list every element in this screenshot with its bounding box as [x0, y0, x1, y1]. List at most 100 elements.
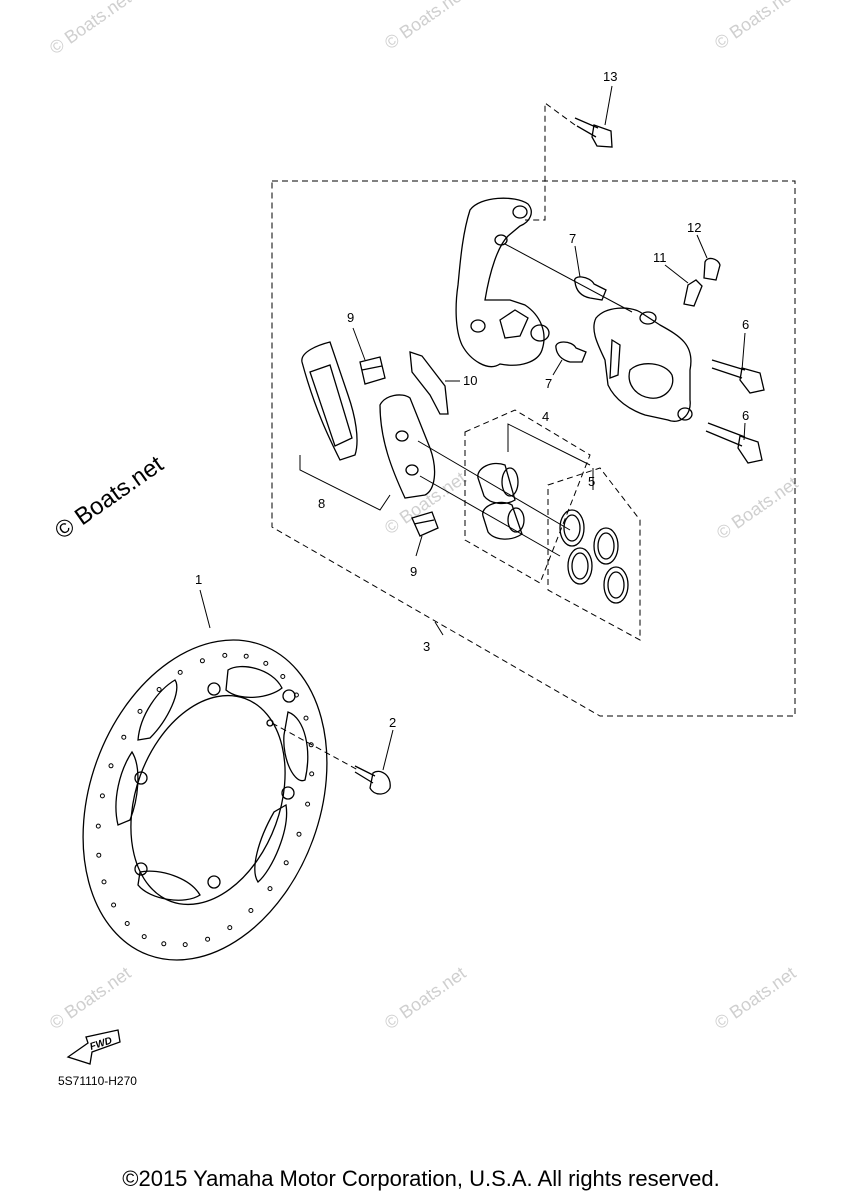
callout-8: 8: [318, 496, 325, 511]
callout-2: 2: [389, 715, 396, 730]
callout-6b: 6: [742, 408, 749, 423]
vent-hole: [96, 852, 102, 858]
vent-hole: [99, 793, 105, 799]
callout-1: 1: [195, 572, 202, 587]
vent-hole: [161, 941, 167, 947]
slide-pin-upper: [574, 276, 607, 301]
vent-hole: [156, 687, 162, 692]
diagram-code: 5S71110-H270: [58, 1074, 137, 1088]
axis-pin: [504, 243, 633, 313]
callout-11: 11: [653, 250, 667, 265]
pad-support-10: [409, 351, 449, 415]
vent-hole: [305, 801, 311, 807]
callout-6a: 6: [742, 317, 749, 332]
seal-rings: [559, 509, 629, 604]
vent-hole: [308, 742, 314, 748]
vent-hole: [227, 925, 233, 931]
vent-hole: [124, 921, 130, 926]
callout-7a: 7: [569, 231, 576, 246]
leader-2: [382, 729, 394, 771]
pad-spring-9-lower: [411, 511, 439, 537]
vent-hole: [248, 908, 254, 913]
vent-hole: [177, 669, 183, 675]
callout-12: 12: [687, 220, 701, 235]
axis-piston-lower: [419, 475, 561, 557]
watermark: © Boats.net: [46, 963, 135, 1033]
leader-1: [199, 589, 211, 629]
fwd-label: FWD: [89, 1035, 114, 1053]
seal-group-outline: [547, 467, 641, 641]
slide-pin-lower: [555, 341, 587, 363]
vent-hole: [141, 934, 147, 940]
piston-group-outline: [464, 409, 591, 584]
caliper-bracket: [455, 197, 550, 368]
vent-hole: [101, 879, 107, 885]
leader-13: [525, 102, 576, 221]
vent-hole: [296, 831, 302, 837]
callout-4: 4: [542, 409, 549, 424]
watermark: © Boats.net: [381, 0, 470, 53]
disc-bolt-2: [354, 765, 391, 795]
callout-9a: 9: [347, 310, 354, 325]
leader-12: [696, 234, 708, 259]
vent-hole: [267, 886, 273, 892]
vent-hole: [263, 660, 269, 666]
leader-3: [434, 621, 444, 636]
piston-upper: [477, 462, 519, 505]
bleed-screw-11: [683, 279, 703, 307]
watermark: © Boats.net: [381, 963, 470, 1033]
leader-7a: [574, 245, 581, 278]
vent-hole: [309, 771, 315, 777]
vent-hole: [121, 734, 127, 740]
callout-7b: 7: [545, 376, 552, 391]
leader-7b: [552, 359, 563, 376]
brake-pad-outer: [301, 341, 358, 461]
watermark: © Boats.net: [711, 963, 800, 1033]
watermark: © Boats.net: [711, 0, 800, 53]
leader-6a: [741, 332, 746, 371]
vent-hole: [283, 860, 289, 866]
watermark: © Boats.net: [46, 0, 135, 58]
leader-9b: [415, 535, 423, 557]
watermark-main: © Boats.net: [50, 450, 169, 544]
leader-9a: [352, 327, 366, 361]
axis-disc-bolt: [271, 722, 359, 771]
leader-11: [664, 264, 689, 284]
vent-hole: [95, 823, 101, 829]
vent-hole: [243, 653, 249, 659]
pad-spring-9-upper: [359, 356, 386, 385]
leader-13-text: [604, 85, 613, 126]
disc-vent-holes: [95, 652, 315, 948]
bracket-4: [507, 423, 591, 466]
callout-5: 5: [588, 474, 595, 489]
leader-6b: [743, 422, 746, 441]
brake-disc: [82, 639, 328, 961]
vent-hole: [222, 652, 228, 658]
caliper-bolt-upper: [711, 359, 765, 394]
bolt-13: [574, 117, 613, 148]
vent-hole: [280, 674, 286, 679]
callout-3: 3: [423, 639, 430, 654]
vent-hole: [137, 708, 143, 714]
callout-10: 10: [463, 373, 477, 388]
caliper-assembly-outline: [271, 180, 796, 717]
vent-hole: [293, 692, 299, 698]
callout-13: 13: [603, 69, 617, 84]
vent-hole: [182, 942, 188, 948]
watermark-group: © Boats.net © Boats.net © Boats.net © Bo…: [46, 0, 802, 1033]
copyright-notice: ©2015 Yamaha Motor Corporation, U.S.A. A…: [122, 1166, 720, 1191]
vent-hole: [303, 715, 309, 721]
axis-piston-upper: [417, 440, 571, 531]
watermark: © Boats.net: [713, 473, 802, 543]
bracket-8: [299, 455, 391, 511]
caliper-body: [593, 307, 693, 422]
vent-hole: [205, 936, 211, 942]
watermark: © Boats.net: [381, 468, 470, 538]
caliper-bolt-lower: [705, 422, 763, 464]
vent-hole: [111, 902, 117, 908]
vent-hole: [199, 658, 205, 664]
callout-9b: 9: [410, 564, 417, 579]
fwd-arrow-icon: FWD: [66, 1029, 121, 1065]
piston-lower: [482, 501, 525, 540]
